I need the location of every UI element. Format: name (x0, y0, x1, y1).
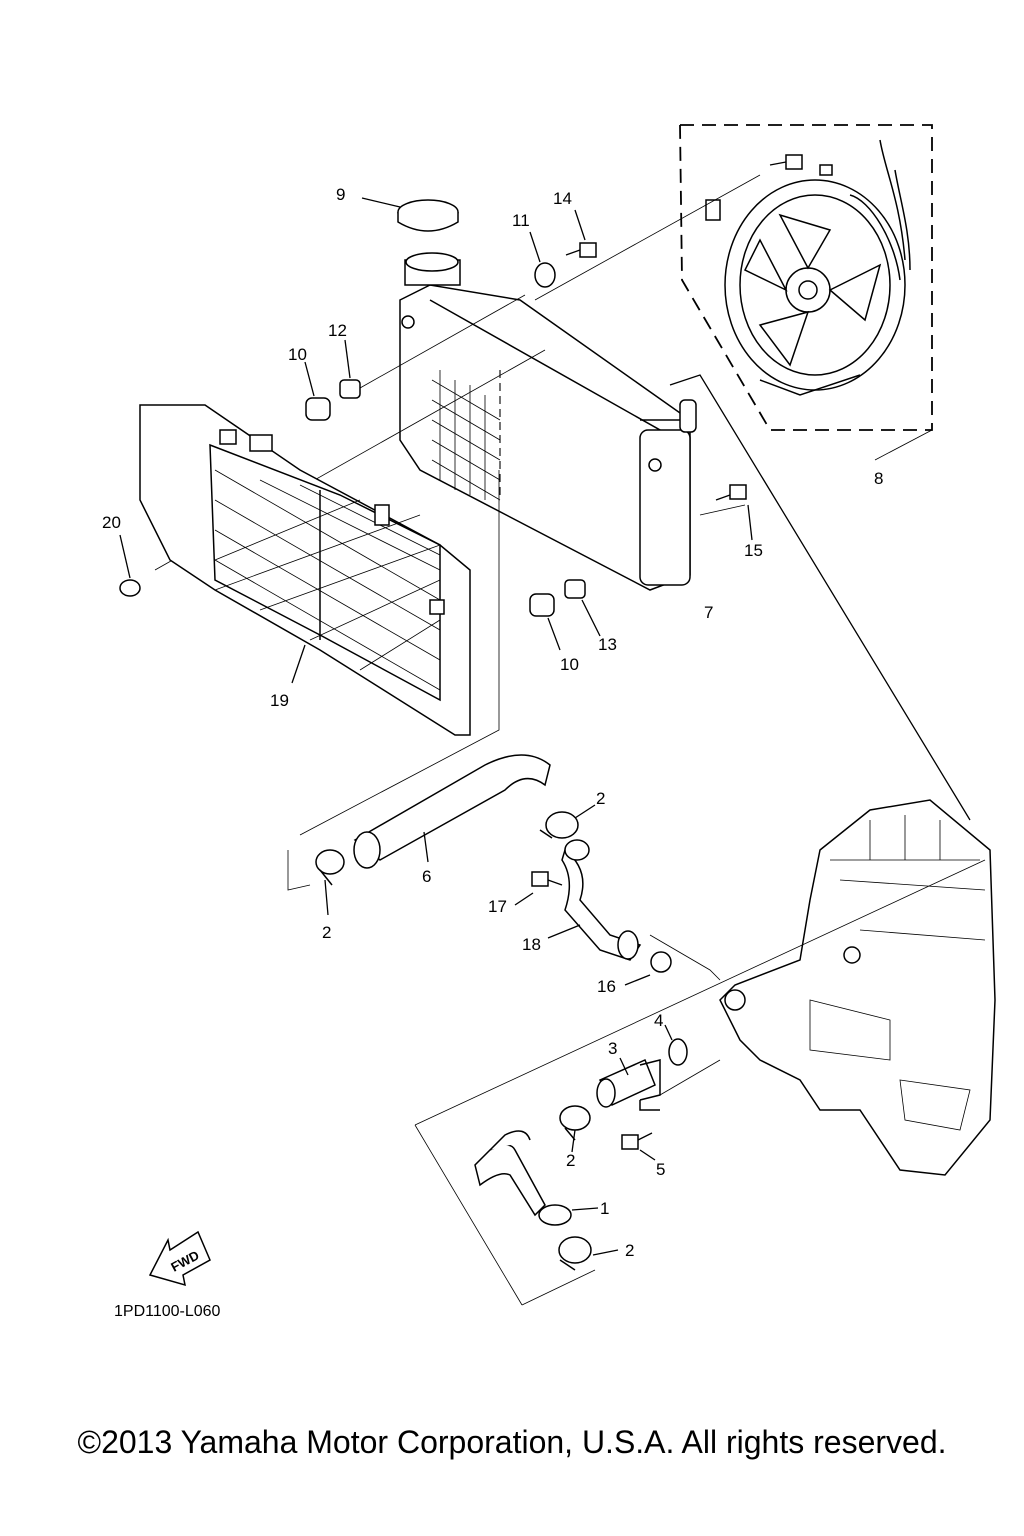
callout-10-upper: 10 (288, 345, 307, 364)
copyright-notice: ©2013 Yamaha Motor Corporation, U.S.A. A… (77, 1424, 947, 1460)
callout-15: 15 (744, 541, 763, 560)
cooling-fan (705, 139, 911, 396)
callout-10-lower: 10 (560, 655, 579, 674)
callout-6: 6 (422, 867, 431, 886)
callout-2-b: 2 (596, 789, 605, 808)
rivet-20 (119, 534, 141, 597)
callout-4: 4 (654, 1011, 663, 1030)
callout-7: 7 (704, 603, 713, 622)
callout-16: 16 (597, 977, 616, 996)
callout-3: 3 (608, 1039, 617, 1058)
clamp-2-b (539, 804, 596, 839)
collar-12 (339, 339, 361, 399)
callout-2-a: 2 (322, 923, 331, 942)
bolt-15 (715, 484, 753, 541)
callout-11: 11 (512, 211, 530, 230)
pipe-18 (547, 839, 642, 961)
callout-2-d: 2 (625, 1241, 634, 1260)
bolt-5 (621, 1132, 656, 1161)
damper-10-lower (529, 593, 561, 651)
callout-12: 12 (328, 321, 347, 340)
oring-16 (624, 951, 672, 986)
radiator-cap (361, 197, 459, 232)
callout-2-c: 2 (566, 1151, 575, 1170)
callout-14: 14 (553, 189, 572, 208)
callout-8: 8 (874, 469, 883, 488)
clamp-2-d (558, 1236, 619, 1271)
drawing-code: 1PD1100-L060 (114, 1303, 221, 1320)
clamp-2-c (559, 1105, 591, 1153)
radiator-guard (139, 404, 471, 736)
callout-19: 19 (270, 691, 289, 710)
fan-assembly-group (679, 124, 933, 461)
fwd-arrow-icon: FWD (148, 1230, 211, 1287)
oring-4 (664, 1024, 688, 1066)
hose-6 (353, 754, 551, 869)
callout-9: 9 (336, 185, 345, 204)
engine-block (719, 799, 996, 1176)
clamp-2-a (315, 849, 345, 916)
callout-18: 18 (522, 935, 541, 954)
radiator-core-mesh (431, 370, 501, 501)
callout-20: 20 (102, 513, 121, 532)
collar-13 (564, 579, 601, 637)
joint-3 (596, 1057, 661, 1111)
callout-13: 13 (598, 635, 617, 654)
callout-1: 1 (600, 1199, 609, 1218)
callout-17: 17 (488, 897, 507, 916)
callout-5: 5 (656, 1160, 665, 1179)
grommet-11 (529, 231, 556, 288)
hose-1 (474, 1130, 599, 1226)
fan-bolt (769, 154, 803, 170)
damper-10-upper (304, 361, 331, 421)
radiator (399, 252, 971, 821)
bolt-14 (565, 209, 597, 258)
bolt-17 (514, 871, 563, 906)
callout-labels: 9 14 11 12 10 20 19 7 8 15 13 10 2 6 2 1… (102, 185, 883, 1260)
guard-mesh (214, 469, 441, 691)
